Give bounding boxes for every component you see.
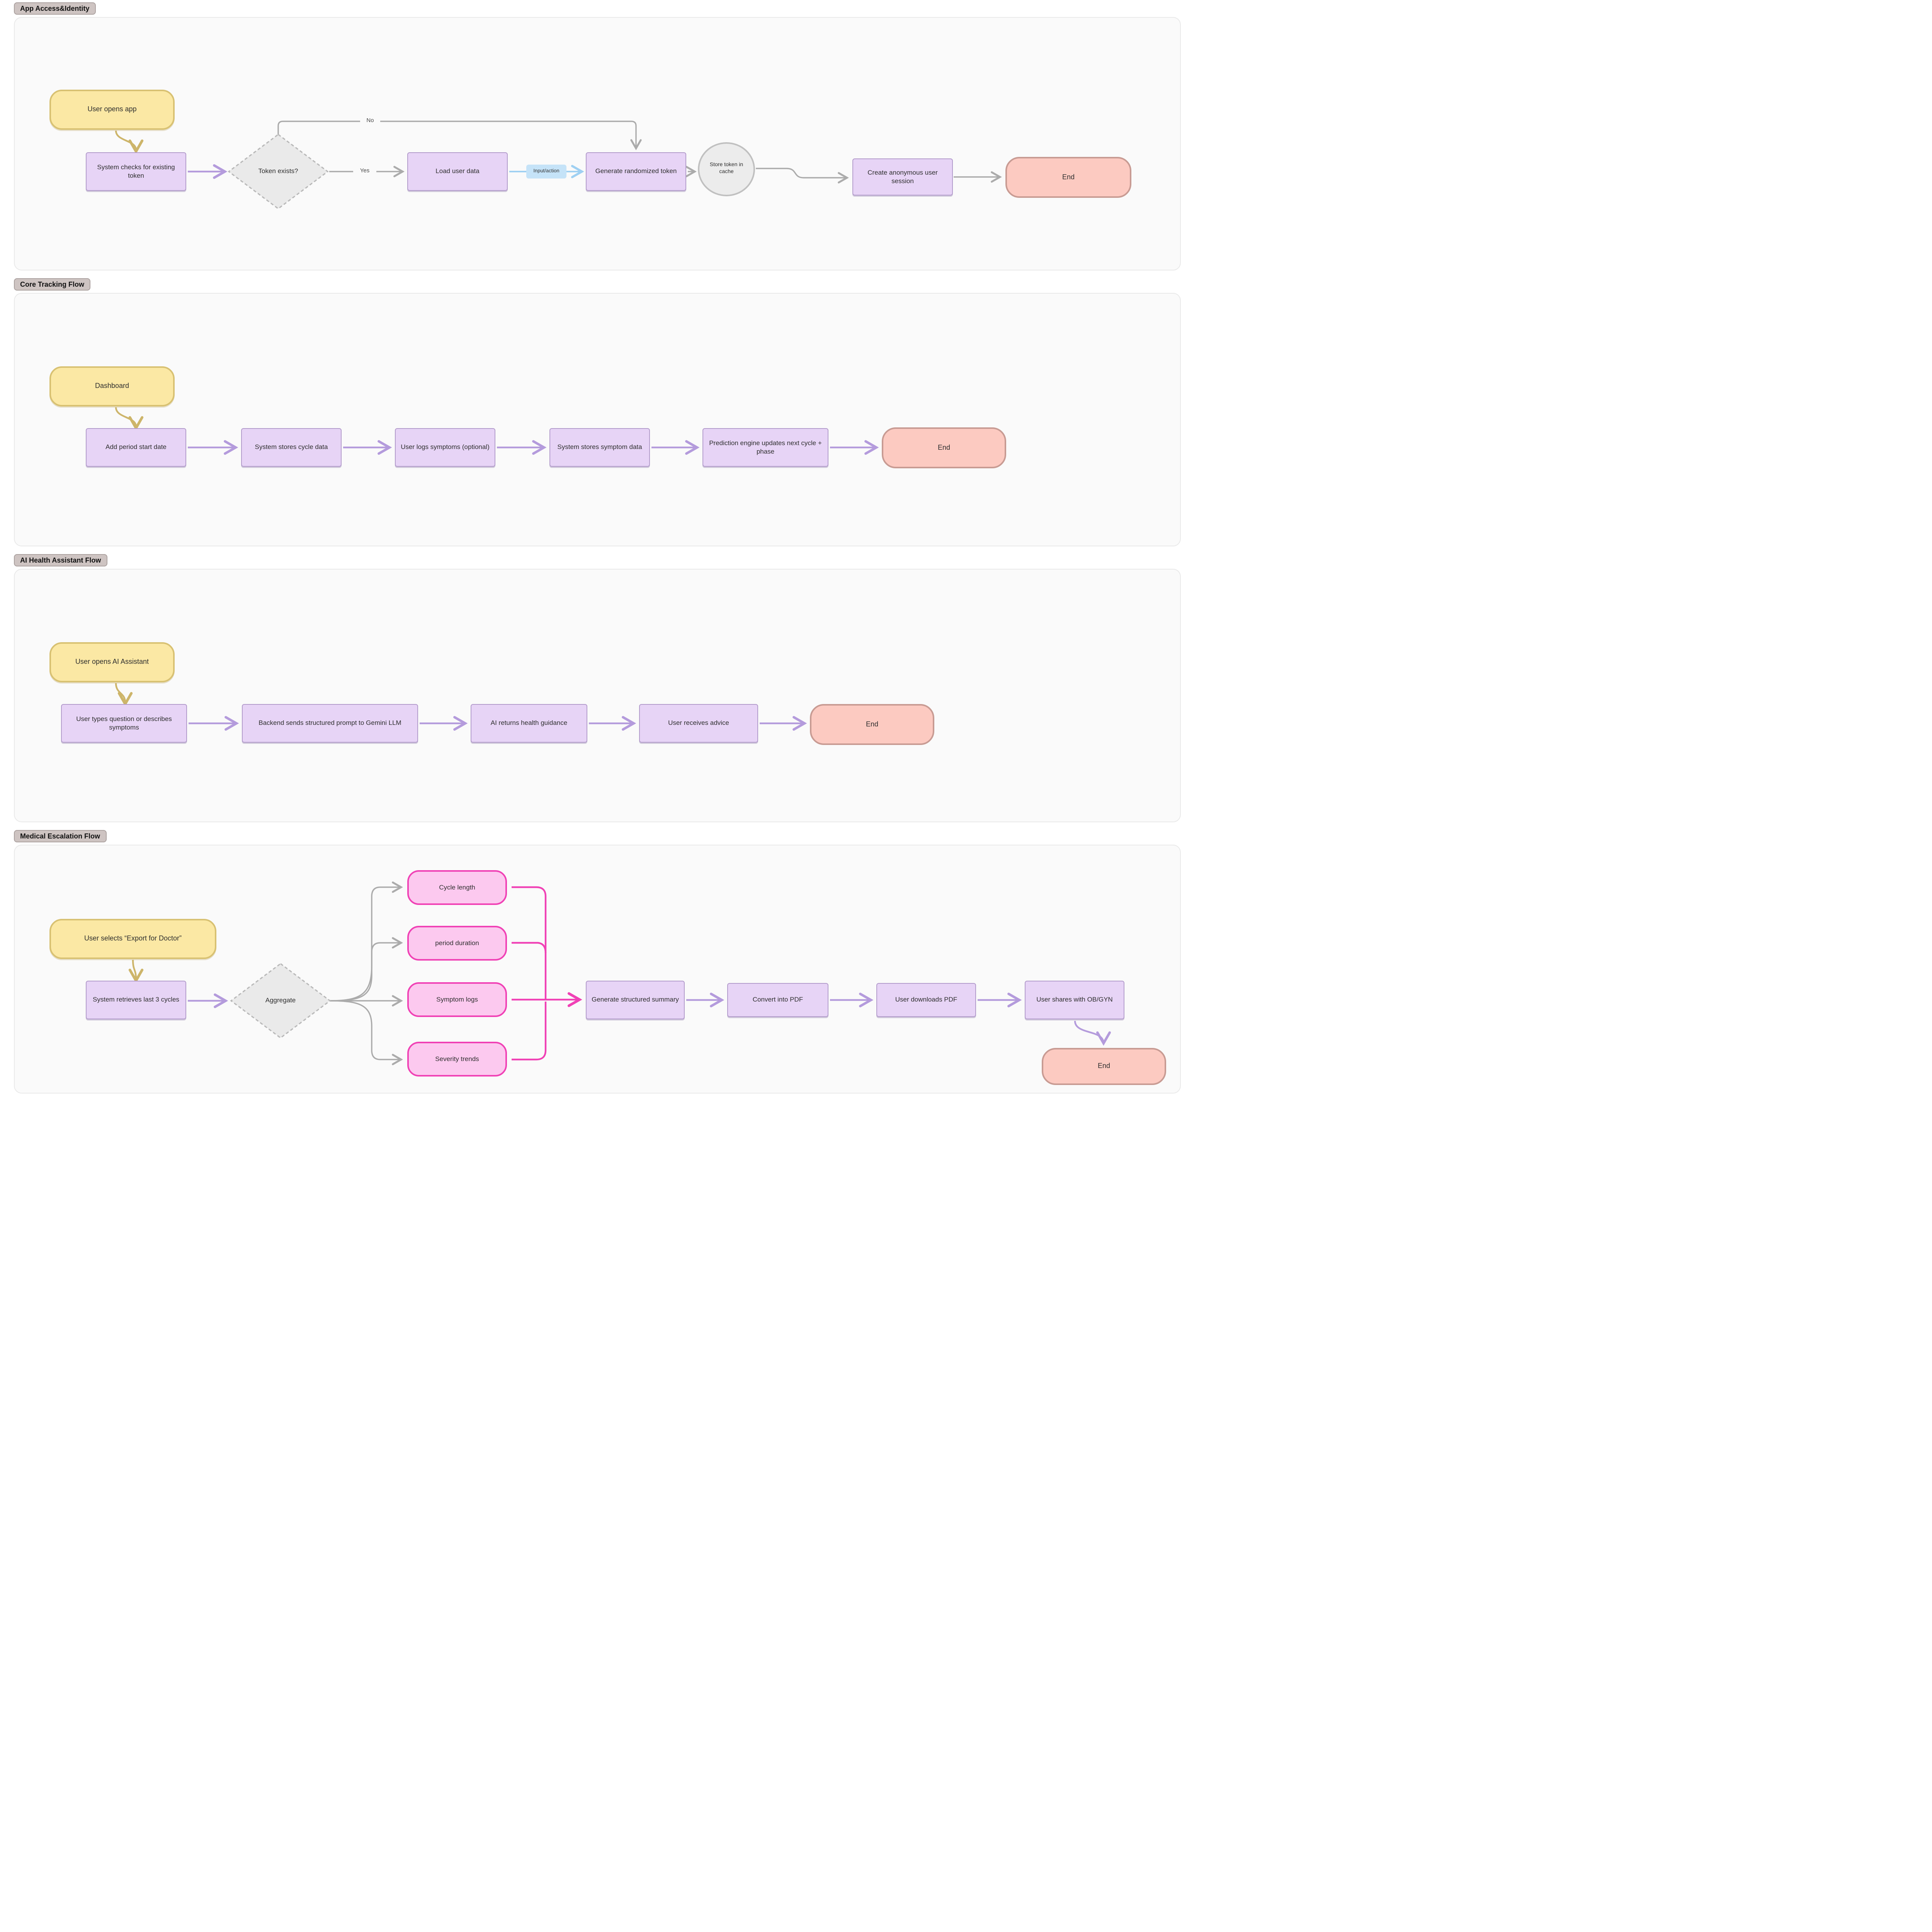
node-label: System stores symptom data	[557, 443, 642, 451]
section-label-app-access: App Access&Identity	[14, 2, 96, 15]
node-label: Create anonymous user session	[867, 168, 938, 185]
node-system-stores-symptom-data[interactable]: System stores symptom data	[549, 428, 650, 467]
node-end-app-access[interactable]: End	[1005, 157, 1131, 198]
node-label: Generate randomized token	[595, 167, 677, 175]
node-label: End	[937, 443, 950, 451]
node-severity-trends[interactable]: Severity trends	[407, 1042, 507, 1077]
node-user-opens-app[interactable]: User opens app	[49, 90, 175, 130]
section-label-ai-assistant: AI Health Assistant Flow	[14, 554, 107, 566]
section-frame-app-access	[14, 17, 1181, 270]
node-label: End	[1097, 1062, 1110, 1070]
node-generate-randomized-token[interactable]: Generate randomized token	[586, 152, 686, 191]
node-end-core-tracking[interactable]: End	[882, 427, 1006, 468]
node-label: End	[1062, 173, 1075, 181]
node-label: Prediction engine updates next cycle + p…	[709, 439, 822, 455]
node-label: Add period start date	[105, 443, 167, 451]
node-system-retrieves-cycles[interactable]: System retrieves last 3 cycles	[86, 981, 186, 1019]
node-user-shares-obgyn[interactable]: User shares with OB/GYN	[1025, 981, 1124, 1019]
node-cycle-length[interactable]: Cycle length	[407, 870, 507, 905]
node-user-opens-ai-assistant[interactable]: User opens AI Assistant	[49, 642, 175, 682]
node-add-period-start-date[interactable]: Add period start date	[86, 428, 186, 467]
edge-label-yes: Yes	[353, 167, 376, 174]
node-label: Backend sends structured prompt to Gemin…	[259, 719, 401, 727]
node-user-logs-symptoms[interactable]: User logs symptoms (optional)	[395, 428, 495, 467]
section-frame-ai-assistant	[14, 569, 1181, 822]
node-generate-structured-summary[interactable]: Generate structured summary	[586, 981, 685, 1019]
node-label: Dashboard	[95, 382, 129, 390]
node-label: System stores cycle data	[255, 443, 328, 451]
node-symptom-logs[interactable]: Symptom logs	[407, 982, 507, 1017]
section-frame-core-tracking	[14, 293, 1181, 546]
node-create-anonymous-session[interactable]: Create anonymous user session	[852, 158, 953, 196]
section-label-medical-escalation: Medical Escalation Flow	[14, 830, 107, 842]
node-label: Store token in cache	[709, 162, 743, 175]
flowchart-canvas: App Access&Identity Core Tracking Flow A…	[0, 0, 1196, 1100]
section-frame-medical-escalation	[14, 845, 1181, 1094]
node-label: User downloads PDF	[895, 995, 957, 1003]
node-label: period duration	[435, 939, 479, 947]
section-label-core-tracking: Core Tracking Flow	[14, 278, 91, 291]
node-prediction-engine-updates[interactable]: Prediction engine updates next cycle + p…	[702, 428, 828, 467]
node-dashboard[interactable]: Dashboard	[49, 366, 175, 406]
node-load-user-data[interactable]: Load user data	[407, 152, 508, 191]
node-token-exists-label: Token exists?	[258, 167, 298, 175]
node-ai-returns-guidance[interactable]: AI returns health guidance	[471, 704, 587, 743]
node-label: User opens app	[87, 105, 137, 113]
node-label: User selects “Export for Doctor”	[84, 934, 182, 942]
node-label: Severity trends	[435, 1054, 479, 1063]
node-label: User shares with OB/GYN	[1036, 995, 1113, 1003]
node-backend-sends-prompt[interactable]: Backend sends structured prompt to Gemin…	[242, 704, 418, 743]
edge-label-no: No	[360, 117, 380, 124]
node-store-token-in-cache[interactable]: Store token in cache	[698, 142, 755, 196]
node-label: System retrieves last 3 cycles	[93, 995, 179, 1003]
node-period-duration[interactable]: period duration	[407, 926, 507, 961]
node-label: Cycle length	[439, 883, 475, 891]
node-end-medical-escalation[interactable]: End	[1042, 1048, 1166, 1085]
edge-label-input-action: Input/action	[526, 165, 566, 179]
node-system-stores-cycle-data[interactable]: System stores cycle data	[241, 428, 342, 467]
node-label: Symptom logs	[436, 995, 478, 1003]
node-label: AI returns health guidance	[490, 719, 568, 727]
node-label: User types question or describes symptom…	[76, 714, 172, 731]
node-label: Generate structured summary	[592, 995, 679, 1003]
node-label: Load user data	[435, 167, 480, 175]
node-label: User receives advice	[668, 719, 729, 727]
node-user-selects-export[interactable]: User selects “Export for Doctor”	[49, 919, 216, 959]
node-label: System checks for existing token	[97, 163, 175, 179]
node-user-receives-advice[interactable]: User receives advice	[639, 704, 758, 743]
node-label: End	[866, 720, 878, 728]
node-label: User opens AI Assistant	[75, 658, 149, 666]
node-label: User logs symptoms (optional)	[401, 443, 490, 451]
node-convert-into-pdf[interactable]: Convert into PDF	[727, 983, 828, 1017]
node-label: Convert into PDF	[752, 995, 803, 1003]
node-user-downloads-pdf[interactable]: User downloads PDF	[876, 983, 976, 1017]
node-end-ai-assistant[interactable]: End	[810, 704, 934, 745]
node-user-types-question[interactable]: User types question or describes symptom…	[61, 704, 187, 743]
node-system-checks-token[interactable]: System checks for existing token	[86, 152, 186, 191]
node-aggregate-label: Aggregate	[265, 996, 296, 1004]
